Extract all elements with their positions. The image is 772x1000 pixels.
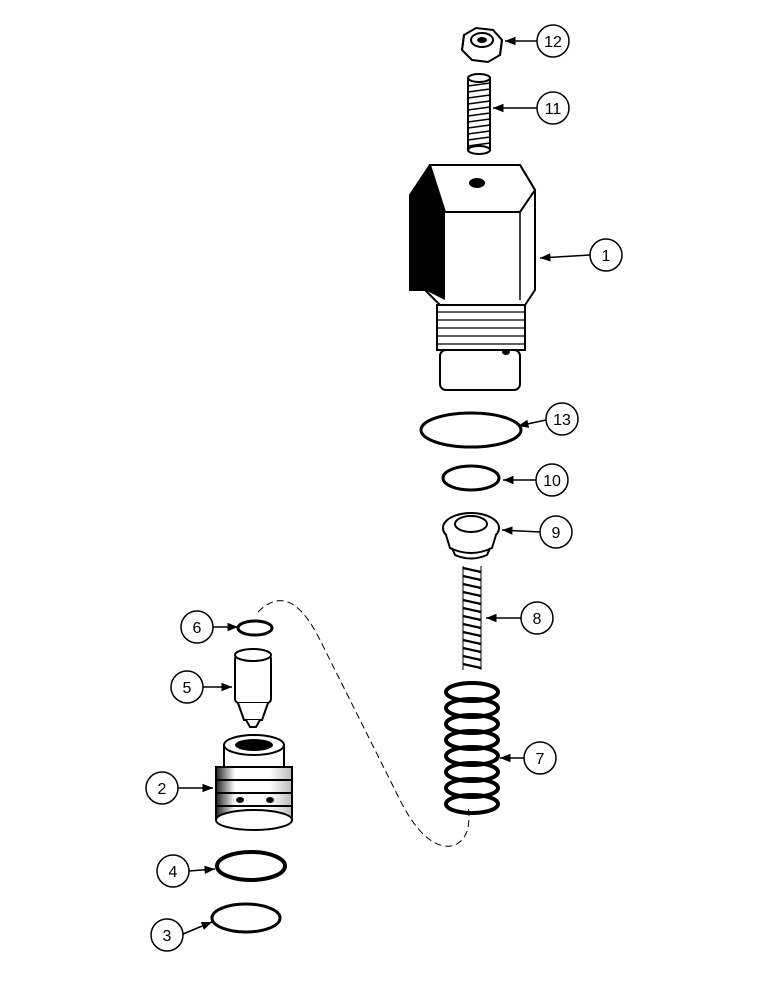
callout-2-label: 2 (158, 781, 167, 798)
callout-7-label: 7 (536, 751, 545, 768)
lock-nut-part (460, 26, 504, 64)
assembly-path-line (257, 600, 470, 847)
callout-13-label: 13 (553, 412, 571, 429)
callout-1: 1 (539, 238, 623, 272)
o-ring-3-part (210, 902, 282, 934)
poppet-part (234, 648, 272, 728)
valve-seat-part (215, 734, 293, 831)
callout-5-label: 5 (183, 680, 192, 697)
callout-12: 12 (505, 24, 570, 58)
callout-7: 7 (500, 741, 557, 775)
o-ring-6-part (236, 619, 274, 637)
callout-8-label: 8 (533, 611, 542, 628)
callout-1-label: 1 (602, 248, 611, 265)
callout-3-label: 3 (163, 928, 172, 945)
callout-4: 4 (156, 854, 216, 888)
callout-3: 3 (150, 918, 213, 952)
callout-12-label: 12 (544, 34, 562, 51)
spring-guide-part (442, 512, 500, 560)
callout-6-label: 6 (193, 620, 202, 637)
adjusting-screw-part (467, 73, 491, 155)
callout-5: 5 (170, 670, 232, 704)
callout-10-label: 10 (543, 473, 561, 490)
inner-spring-part (462, 566, 482, 670)
callout-9: 9 (501, 515, 573, 549)
callout-13: 13 (517, 402, 579, 436)
outer-spring-part (444, 681, 500, 815)
backup-ring-part (215, 850, 287, 882)
callout-11: 11 (493, 91, 570, 125)
callout-6: 6 (180, 610, 238, 644)
callout-2: 2 (145, 771, 213, 805)
o-ring-13-part (419, 411, 523, 449)
callout-9-label: 9 (552, 525, 561, 542)
o-ring-10-part (441, 464, 501, 492)
callout-10: 10 (503, 463, 569, 497)
callout-4-label: 4 (169, 864, 178, 881)
callout-8: 8 (486, 601, 554, 635)
valve-body-part (409, 164, 537, 391)
callout-11-label: 11 (545, 101, 562, 118)
